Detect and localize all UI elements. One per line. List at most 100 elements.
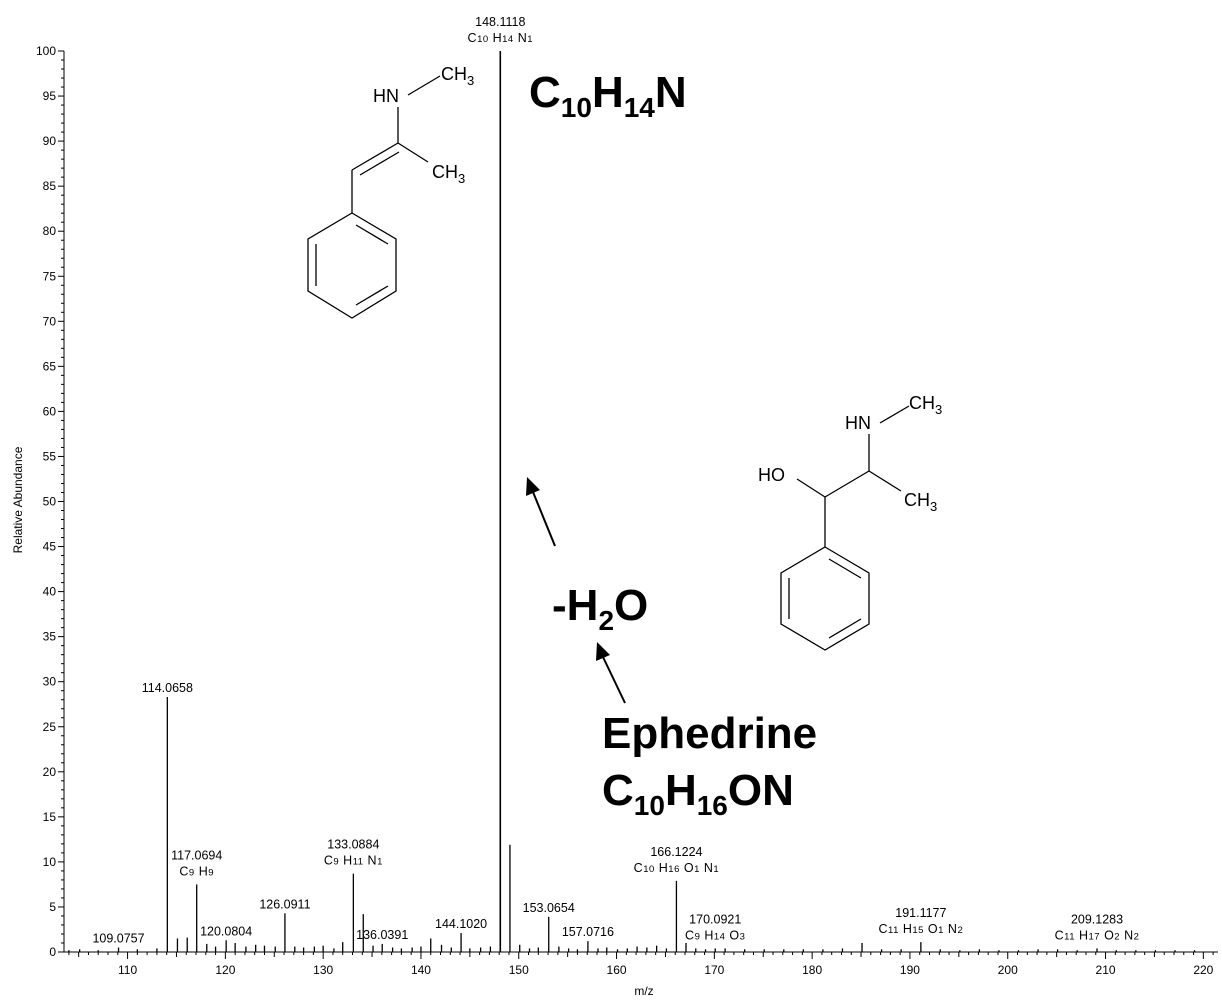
formula-count: 1 bbox=[938, 925, 944, 936]
peak-mass-label: 144.1020 bbox=[435, 917, 487, 931]
formula-count: 9 bbox=[333, 857, 339, 868]
ephedrine-formula-h: H bbox=[665, 766, 697, 815]
formula-element: O bbox=[725, 928, 739, 942]
formula-element: C bbox=[468, 31, 478, 45]
peak-mass-label: 126.0911 bbox=[259, 897, 310, 911]
formula-count: 16 bbox=[668, 864, 680, 875]
formula-count: 10 bbox=[643, 864, 655, 875]
formula-count: 3 bbox=[740, 931, 746, 942]
peak-formula-label: C10 H14 N1 bbox=[468, 31, 533, 45]
ephedrine-bond-c1-oh bbox=[796, 478, 826, 498]
ephedrine-ho-label: HO bbox=[758, 465, 785, 485]
x-tick-label: 170 bbox=[704, 963, 724, 977]
formula-count: 9 bbox=[189, 867, 195, 878]
ephedrine-benzene-ring bbox=[780, 546, 870, 651]
peak-mass-label: 117.0694 bbox=[171, 848, 222, 862]
y-axis-title: Relative Abundance bbox=[11, 446, 25, 553]
ephedrine-hn-label: HN bbox=[845, 413, 871, 433]
product-ch3-side-sub: 3 bbox=[458, 171, 465, 186]
product-formula-c: C bbox=[529, 68, 561, 117]
peak-mass-label: 136.0391 bbox=[356, 928, 408, 942]
peak-mass-label: 109.0757 bbox=[92, 931, 144, 945]
ephedrine-ring-inner-bond-a bbox=[828, 558, 862, 579]
ephedrine-name-annotation: Ephedrine bbox=[602, 709, 817, 758]
product-formula-h-sub: 14 bbox=[624, 92, 656, 123]
product-ch3-label-side: CH3 bbox=[432, 162, 465, 186]
y-tick-label: 85 bbox=[43, 179, 57, 193]
y-tick-label: 60 bbox=[43, 404, 57, 418]
y-tick-label: 0 bbox=[49, 945, 56, 959]
product-formula-annotation: C10H14N bbox=[529, 68, 687, 123]
peak-mass-label: 120.0804 bbox=[200, 924, 252, 938]
x-tick-label: 140 bbox=[411, 963, 431, 977]
peak-mass-label: 148.1118 bbox=[475, 15, 525, 29]
water-loss-annotation: -H2O bbox=[552, 581, 648, 636]
ephedrine-ch3-top-sub: 3 bbox=[935, 402, 942, 417]
product-bond-c-ch3 bbox=[397, 142, 429, 163]
formula-element: N bbox=[514, 31, 528, 45]
formula-element: C bbox=[878, 922, 888, 936]
y-tick-label: 90 bbox=[43, 134, 57, 148]
peak-formula-label: C11 H17 O2 N2 bbox=[1055, 928, 1140, 942]
formula-element: H bbox=[195, 864, 209, 878]
formula-count: 15 bbox=[912, 925, 924, 936]
formula-element: H bbox=[1075, 928, 1089, 942]
ephedrine-bond-c2-ch3 bbox=[868, 470, 902, 492]
formula-count: 14 bbox=[502, 34, 514, 45]
formula-count: 2 bbox=[1114, 931, 1120, 942]
peak-series bbox=[68, 51, 1196, 952]
formula-count: 17 bbox=[1089, 931, 1101, 942]
y-tick-label: 55 bbox=[43, 449, 57, 463]
formula-element: H bbox=[489, 31, 503, 45]
y-tick-label: 5 bbox=[49, 900, 56, 914]
peak-formula-label: C9 H9 bbox=[179, 864, 214, 878]
product-double-bond-outer bbox=[351, 142, 399, 171]
y-tick-label: 65 bbox=[43, 359, 57, 373]
x-tick-label: 190 bbox=[900, 963, 920, 977]
formula-element: H bbox=[899, 922, 913, 936]
peak-formula-label: C10 H16 O1 N1 bbox=[634, 861, 719, 875]
product-double-bond-inner bbox=[359, 151, 400, 176]
product-hn-label: HN bbox=[373, 86, 399, 106]
formula-element: C bbox=[634, 861, 644, 875]
product-ch3-top-sub: 3 bbox=[467, 73, 474, 88]
arrow-loss-to-product bbox=[526, 477, 556, 547]
ephedrine-formula-c-sub: 10 bbox=[634, 790, 665, 821]
product-ch3-side-base: CH bbox=[432, 162, 458, 182]
peak-mass-label: 153.0654 bbox=[523, 901, 575, 915]
peak-mass-label: 170.0921 bbox=[689, 912, 741, 926]
x-tick-label: 120 bbox=[215, 963, 235, 977]
y-tick-label: 30 bbox=[43, 675, 57, 689]
peak-mass-label: 166.1224 bbox=[650, 845, 702, 859]
ephedrine-ring-inner-bond-b bbox=[828, 618, 862, 639]
product-ch3-top-base: CH bbox=[441, 64, 467, 84]
y-tick-label: 15 bbox=[43, 810, 57, 824]
product-bond-n-ch3 bbox=[407, 75, 441, 96]
peak-formula-label: C11 H15 O1 N2 bbox=[878, 922, 963, 936]
formula-element: C bbox=[179, 864, 189, 878]
product-formula-h: H bbox=[592, 68, 624, 117]
arrow-precursor-to-loss bbox=[596, 642, 626, 704]
product-structure: HN CH3 CH3 bbox=[307, 64, 474, 319]
ephedrine-structure: HN HO CH3 CH3 bbox=[758, 393, 942, 651]
y-tick-label: 45 bbox=[43, 540, 57, 554]
ephedrine-formula-annotation: C10H16ON bbox=[602, 766, 794, 821]
x-tick-label: 180 bbox=[802, 963, 822, 977]
y-tick-label: 20 bbox=[43, 765, 57, 779]
x-tick-label: 160 bbox=[607, 963, 627, 977]
x-tick-label: 150 bbox=[509, 963, 529, 977]
water-loss-prefix: -H bbox=[552, 581, 598, 630]
formula-element: H bbox=[700, 928, 714, 942]
formula-count: 9 bbox=[695, 931, 701, 942]
peak-mass-label: 191.1177 bbox=[895, 906, 946, 920]
x-tick-label: 200 bbox=[998, 963, 1018, 977]
y-tick-label: 10 bbox=[43, 855, 57, 869]
peak-formula-label: C9 H11 N1 bbox=[324, 854, 383, 868]
formula-element: N bbox=[364, 854, 378, 868]
y-tick-label: 70 bbox=[43, 314, 57, 328]
product-ring-inner-bond-b bbox=[355, 285, 389, 306]
formula-count: 2 bbox=[957, 925, 963, 936]
